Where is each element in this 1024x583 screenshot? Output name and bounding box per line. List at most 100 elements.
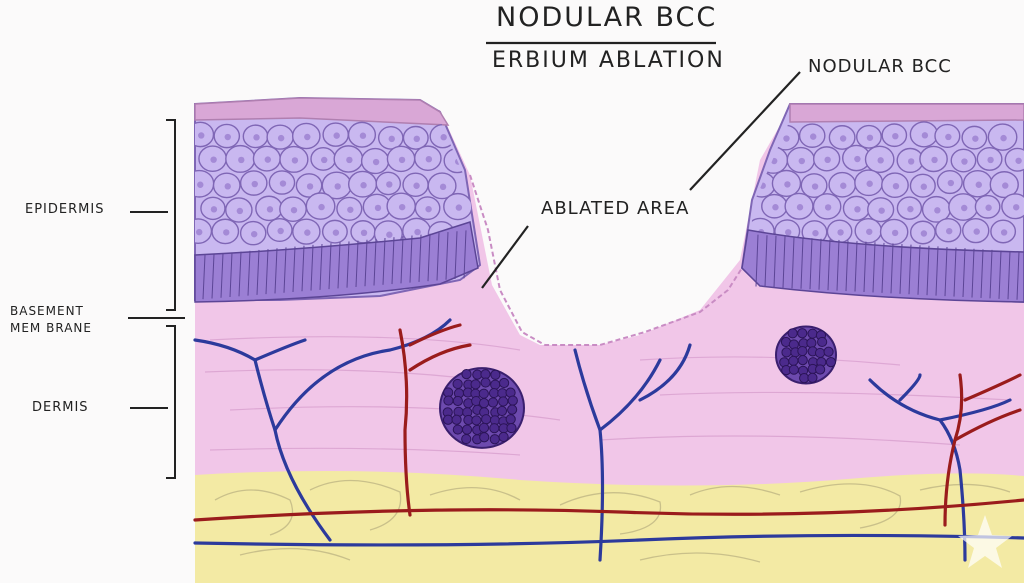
tumor-cell (808, 329, 817, 338)
cell-nucleus (1000, 135, 1006, 141)
tumor-cell (453, 379, 462, 388)
cell-nucleus (252, 181, 258, 187)
tumor-cell (808, 373, 817, 382)
cell-nucleus (1002, 182, 1008, 188)
tumor-cell (481, 378, 490, 387)
cell-nucleus (292, 157, 298, 163)
cell-nucleus (414, 229, 420, 235)
cell-nucleus (867, 135, 873, 141)
cell-nucleus (197, 182, 203, 188)
cell-nucleus (945, 134, 951, 140)
cell-nucleus (277, 228, 283, 234)
cell-nucleus (360, 133, 366, 139)
tumor-cell (462, 370, 471, 379)
cell-nucleus (921, 184, 927, 190)
cell-nucleus (389, 136, 395, 142)
cell-nucleus (210, 156, 216, 162)
cell-nucleus (840, 183, 846, 189)
cell-nucleus (333, 132, 339, 138)
tumor-cell (471, 380, 480, 389)
cell-nucleus (837, 229, 843, 235)
tumor-cell (508, 405, 517, 414)
cell-nucleus (987, 157, 993, 163)
cell-nucleus (278, 135, 284, 141)
bcc-tumor-nest-left (440, 368, 524, 448)
tumor-cell (815, 348, 824, 357)
tumor-cell (788, 329, 797, 338)
tumor-cell (491, 380, 500, 389)
tumor-cell (798, 329, 807, 338)
cell-nucleus (386, 232, 392, 238)
tumor-cell (789, 356, 798, 365)
label-dermis: Dermis (32, 400, 89, 415)
label-basement-line1: Basement (10, 303, 92, 320)
tumor-cell (443, 415, 452, 424)
tumor-cell (782, 348, 791, 357)
cell-nucleus (974, 228, 980, 234)
tumor-cell (462, 434, 471, 443)
cell-nucleus (211, 206, 217, 212)
tumor-cell (818, 337, 827, 346)
cell-nucleus (907, 206, 913, 212)
tumor-cell (824, 347, 833, 356)
tumor-cell (490, 424, 499, 433)
cell-nucleus (425, 206, 431, 212)
cell-nucleus (321, 157, 327, 163)
cell-nucleus (812, 183, 818, 189)
tumor-cell (479, 389, 488, 398)
cell-nucleus (908, 158, 914, 164)
tumor-cell (816, 365, 825, 374)
cell-nucleus (318, 204, 324, 210)
cell-nucleus (426, 156, 432, 162)
cell-nucleus (948, 180, 954, 186)
cell-nucleus (854, 206, 860, 212)
tumor-cell (499, 432, 508, 441)
cell-nucleus (976, 182, 982, 188)
cell-nucleus (812, 230, 818, 236)
cell-nucleus (772, 204, 778, 210)
tumor-cell (488, 398, 497, 407)
label-basement-membrane: Basement Mem brane (10, 303, 92, 337)
label-basement-line2: Mem brane (10, 320, 92, 337)
cell-nucleus (840, 135, 846, 141)
cell-nucleus (307, 183, 313, 189)
cell-nucleus (196, 229, 202, 235)
cell-nucleus (304, 134, 310, 140)
section-brackets (128, 120, 185, 478)
cell-nucleus (251, 231, 257, 237)
tumor-cell (499, 378, 508, 387)
cell-nucleus (799, 158, 805, 164)
tumor-cell (444, 396, 453, 405)
cell-nucleus (399, 204, 405, 210)
epidermis-left (185, 98, 480, 302)
cell-nucleus (360, 182, 366, 188)
title-main: Nodular BCC (496, 2, 717, 33)
cell-nucleus (414, 136, 420, 142)
label-nodular-bcc: Nodular BCC (808, 56, 952, 77)
tumor-cell (462, 425, 471, 434)
cell-nucleus (291, 207, 297, 213)
bcc-tumor-nest-right (776, 327, 836, 384)
tumor-cell (798, 346, 807, 355)
cell-nucleus (361, 230, 367, 236)
cell-nucleus (866, 229, 872, 235)
cell-nucleus (225, 183, 231, 189)
cell-nucleus (783, 135, 789, 141)
tumor-cell (453, 425, 462, 434)
cell-nucleus (440, 184, 446, 190)
cell-nucleus (237, 208, 243, 214)
tumor-cell (479, 423, 488, 432)
ablated-area-leader (482, 226, 528, 288)
cell-nucleus (333, 229, 339, 235)
cell-nucleus (961, 158, 967, 164)
cell-nucleus (810, 133, 816, 139)
tumor-cell (507, 423, 516, 432)
label-epidermis: Epidermis (25, 202, 104, 217)
tumor-cell (482, 415, 491, 424)
cell-nucleus (225, 134, 231, 140)
cell-nucleus (892, 133, 898, 139)
tumor-cell (508, 396, 517, 405)
label-ablated-area: Ablated Area (541, 198, 689, 219)
